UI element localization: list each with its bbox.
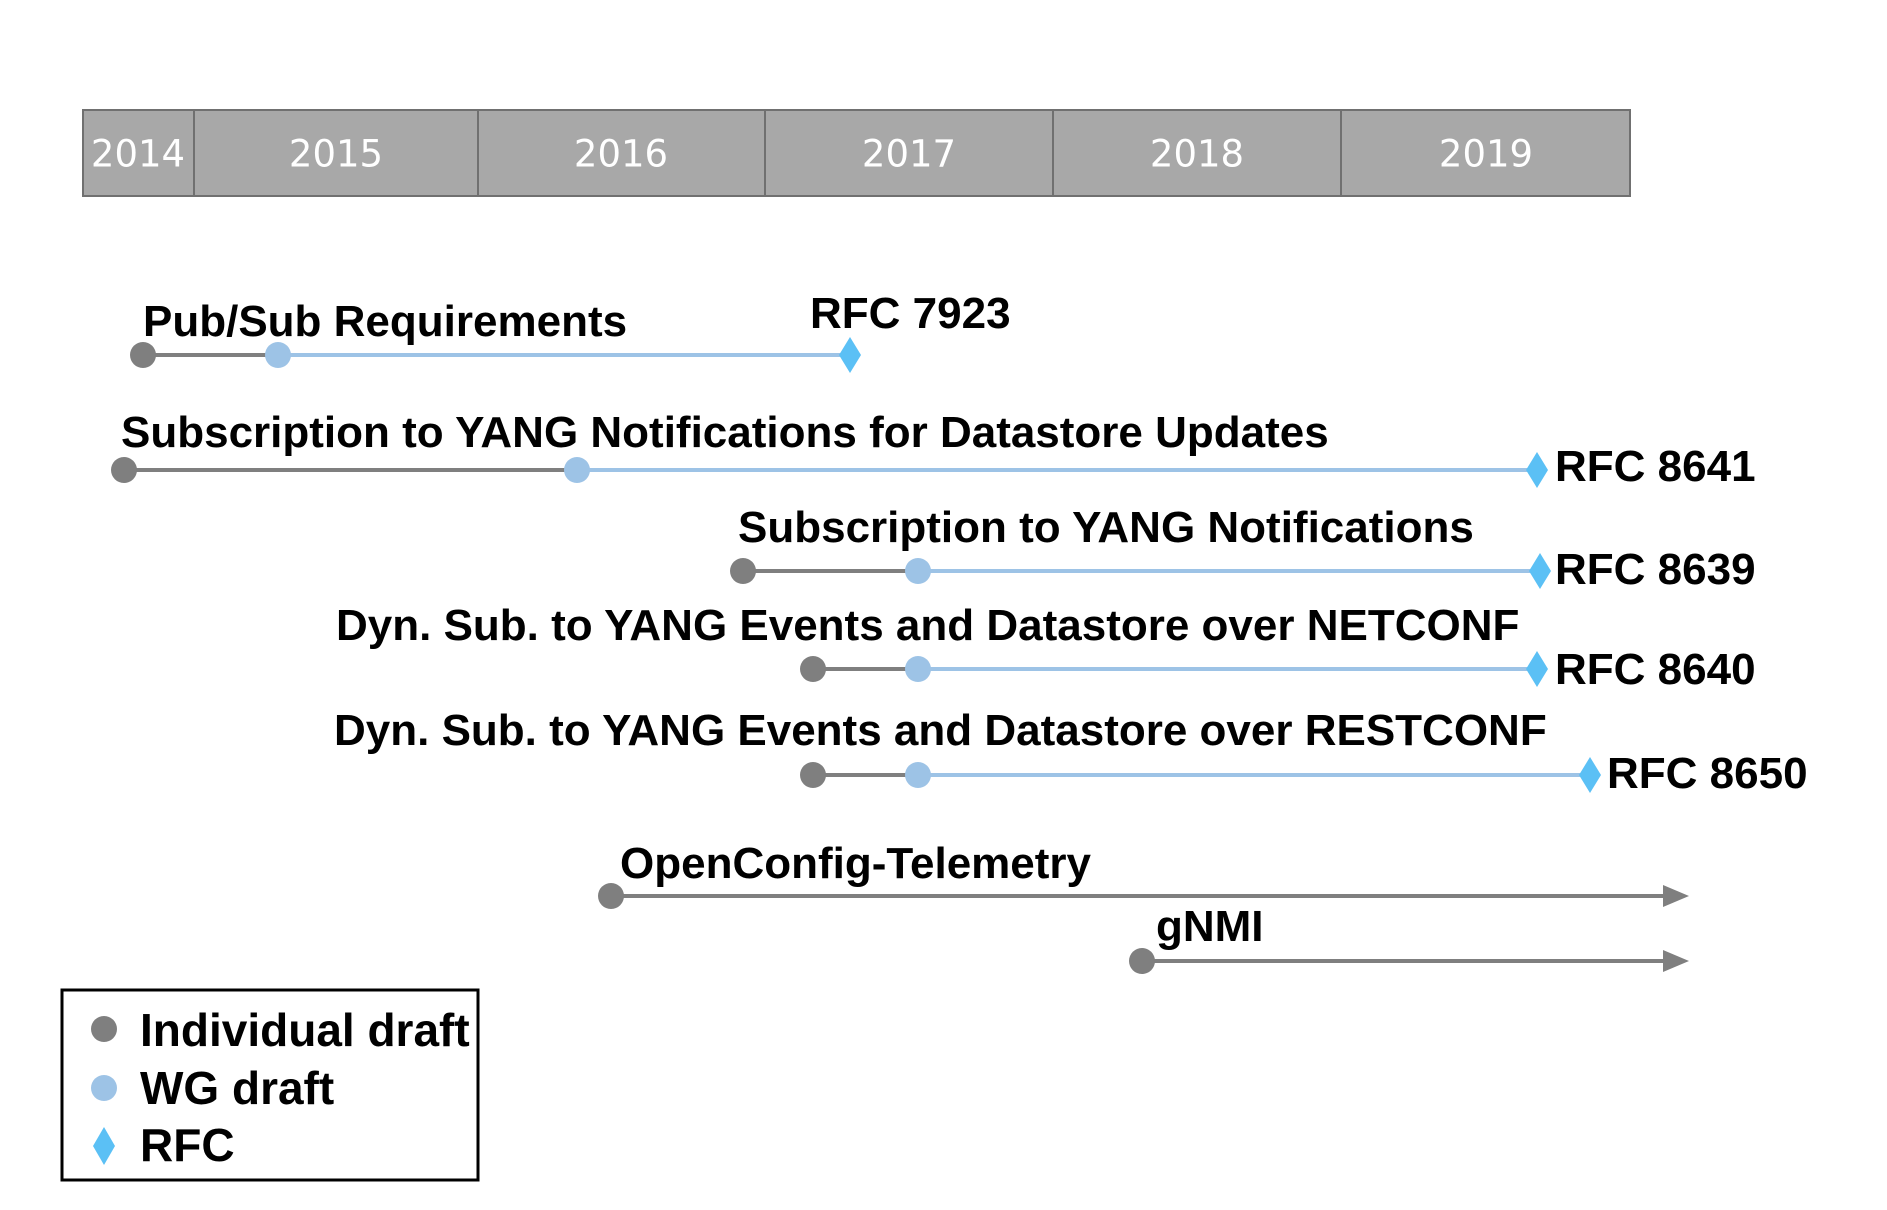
individual-draft-marker	[1129, 948, 1155, 974]
year-cell-2018	[1052, 109, 1342, 197]
individual-draft-marker	[111, 457, 137, 483]
arrow-head-icon	[1663, 885, 1689, 907]
track-restconf-notif: Dyn. Sub. to YANG Events and Datastore o…	[334, 706, 1808, 798]
legend-label-rfc: RFC	[140, 1119, 235, 1171]
wg-draft-marker	[905, 762, 931, 788]
legend-label-wg-draft: WG draft	[140, 1062, 334, 1114]
track-gnmi: gNMI	[1129, 902, 1689, 974]
legend-box	[60, 988, 480, 1182]
wg-draft-marker	[905, 558, 931, 584]
individual-draft-marker	[598, 883, 624, 909]
rfc-label: RFC 8639	[1555, 545, 1756, 594]
year-label-2014: 2014	[91, 133, 185, 176]
legend: Individual draft WG draft RFC	[60, 988, 480, 1182]
year-label-2018: 2018	[1150, 133, 1244, 176]
track-label: Subscription to YANG Notifications for D…	[121, 408, 1329, 457]
wg-draft-marker	[905, 656, 931, 682]
track-label: gNMI	[1156, 902, 1264, 951]
rfc-legend-icon	[93, 1127, 115, 1165]
individual-draft-marker	[730, 558, 756, 584]
track-label: Dyn. Sub. to YANG Events and Datastore o…	[334, 706, 1547, 755]
track-netconf-notif: Dyn. Sub. to YANG Events and Datastore o…	[336, 601, 1756, 694]
individual-draft-marker	[130, 342, 156, 368]
year-cell-2015	[193, 109, 479, 197]
year-cell-2016	[477, 109, 766, 197]
year-cell-2017	[764, 109, 1054, 197]
year-label-2019: 2019	[1439, 133, 1533, 176]
year-cell-2019	[1340, 109, 1631, 197]
arrow-head-icon	[1663, 950, 1689, 972]
track-openconfig-telemetry: OpenConfig-Telemetry	[598, 839, 1689, 909]
track-label: Dyn. Sub. to YANG Events and Datastore o…	[336, 601, 1519, 650]
rfc-marker	[839, 337, 861, 373]
rfc-marker	[1579, 757, 1601, 793]
rfc-label: RFC 8641	[1555, 442, 1756, 491]
track-pubsub-requirements: Pub/Sub Requirements RFC 7923	[130, 289, 1011, 373]
wg-draft-legend-icon	[91, 1075, 117, 1101]
track-yang-push: Subscription to YANG Notifications for D…	[111, 408, 1756, 491]
rfc-marker	[1526, 651, 1548, 687]
year-cell-2014	[82, 109, 195, 197]
individual-draft-legend-icon	[91, 1016, 117, 1042]
track-label: OpenConfig-Telemetry	[620, 839, 1092, 888]
legend-label-individual-draft: Individual draft	[140, 1004, 470, 1056]
rfc-label: RFC 7923	[810, 289, 1011, 338]
year-label-2016: 2016	[574, 133, 668, 176]
track-label: Pub/Sub Requirements	[143, 297, 627, 346]
year-label-2017: 2017	[862, 133, 956, 176]
year-header: 2014 2015 2016 2017 2018 2019	[82, 109, 1631, 197]
individual-draft-marker	[800, 762, 826, 788]
track-subscribed-notifications: Subscription to YANG Notifications RFC 8…	[730, 503, 1756, 594]
rfc-marker	[1529, 553, 1551, 589]
year-label-2015: 2015	[289, 133, 383, 176]
individual-draft-marker	[800, 656, 826, 682]
rfc-marker	[1526, 452, 1548, 488]
wg-draft-marker	[564, 457, 590, 483]
rfc-label: RFC 8650	[1607, 749, 1808, 798]
wg-draft-marker	[265, 342, 291, 368]
track-label: Subscription to YANG Notifications	[738, 503, 1474, 552]
rfc-label: RFC 8640	[1555, 645, 1756, 694]
